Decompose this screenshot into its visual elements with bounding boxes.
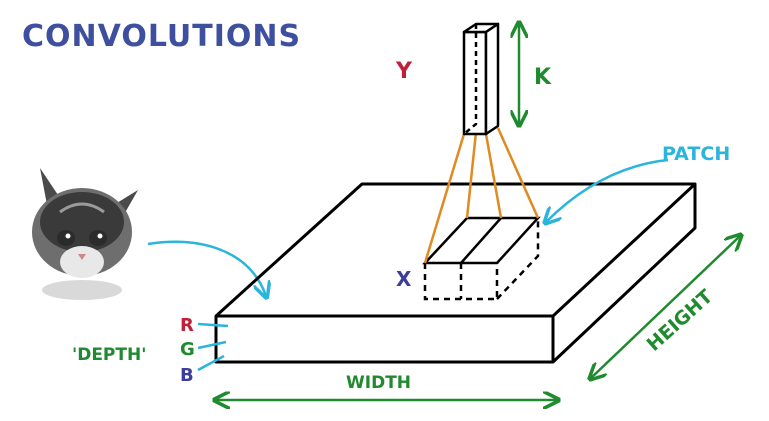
depth-label-k: K [534,65,552,90]
output-column [462,22,500,136]
output-label-y: Y [395,59,413,84]
channel-label-r: R [180,315,194,336]
depth-label: 'DEPTH' [72,345,146,365]
kitten-photo [22,162,150,300]
patch-label: PATCH [662,143,730,165]
projection-lines [423,127,540,264]
patch-volume [422,216,541,301]
height-label: HEIGHT [643,286,718,356]
height-arrow [591,236,740,378]
channel-label-g: G [180,339,195,360]
image-to-input-arrow [147,240,266,296]
input-label-x: X [396,267,412,291]
diagram-title: CONVOLUTIONS [22,19,301,54]
depth-ticks [197,322,229,372]
channel-label-b: B [180,365,194,386]
input-volume [214,182,697,364]
width-label: WIDTH [346,373,411,393]
patch-arrow [546,158,669,222]
